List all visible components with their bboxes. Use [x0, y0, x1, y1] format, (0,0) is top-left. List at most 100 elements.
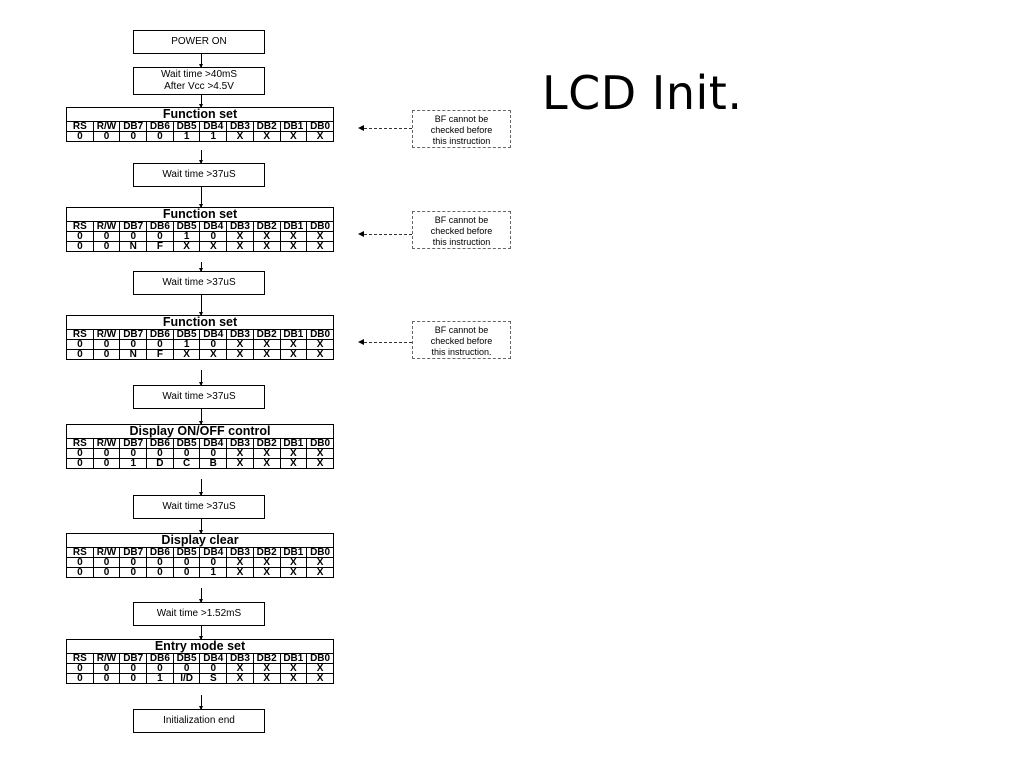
col-header: DB7	[119, 329, 148, 340]
col-header: DB5	[172, 121, 201, 132]
col-header: R/W	[92, 221, 121, 232]
bit-cell: 0	[146, 231, 174, 242]
bit-cell: X	[252, 339, 281, 350]
flow-arrow	[199, 150, 203, 164]
flow-arrow	[199, 54, 203, 68]
command-title: Function set	[66, 315, 334, 330]
bit-cell: X	[226, 673, 254, 684]
bit-cell: X	[279, 131, 308, 142]
bit-cell: 0	[92, 131, 121, 142]
bit-cell: 0	[172, 663, 201, 674]
note-connector	[364, 234, 412, 235]
col-header: RS	[66, 329, 94, 340]
wait-label-2: Wait time >37uS	[162, 169, 236, 180]
col-header: DB5	[172, 329, 201, 340]
command-title: Display clear	[66, 533, 334, 548]
bit-cell: 1	[146, 673, 174, 684]
bit-cell: X	[306, 673, 334, 684]
note-line: BF cannot be	[434, 114, 489, 124]
col-header: DB0	[306, 438, 334, 449]
end-box: Initialization end	[133, 709, 265, 733]
col-header: RS	[66, 121, 94, 132]
bf-note-1: BF cannot be checked before this instruc…	[412, 110, 511, 148]
col-header: DB5	[172, 653, 201, 664]
col-header: R/W	[92, 329, 121, 340]
col-header: DB1	[279, 547, 308, 558]
command-title: Display ON/OFF control	[66, 424, 334, 439]
bit-cell: 1	[199, 131, 228, 142]
bit-cell: X	[279, 458, 308, 469]
col-header: DB0	[306, 653, 334, 664]
bit-cell: 0	[66, 241, 94, 252]
bit-cell: X	[252, 567, 281, 578]
bit-cell: X	[279, 557, 308, 568]
note-line: checked before	[430, 226, 493, 236]
col-header: DB1	[279, 221, 308, 232]
col-header: DB7	[119, 438, 148, 449]
bit-cell: X	[279, 567, 308, 578]
wait-label-5: Wait time >37uS	[162, 501, 236, 512]
col-header: DB6	[146, 653, 174, 664]
bit-cell: X	[306, 663, 334, 674]
bit-cell: 0	[172, 557, 201, 568]
command-title: Entry mode set	[66, 639, 334, 654]
bit-cell: 0	[92, 349, 121, 360]
bit-cell: X	[252, 231, 281, 242]
col-header: DB7	[119, 121, 148, 132]
flow-arrow	[199, 95, 203, 108]
bit-cell: X	[172, 241, 201, 252]
power-on-box: POWER ON	[133, 30, 265, 54]
bit-cell: F	[146, 349, 174, 360]
bit-cell: X	[252, 131, 281, 142]
col-header: DB7	[119, 547, 148, 558]
bit-cell: X	[279, 231, 308, 242]
bit-cell: N	[119, 241, 148, 252]
wait-box-1: Wait time >40mS After Vcc >4.5V	[133, 67, 265, 95]
bit-cell: 0	[146, 557, 174, 568]
bit-cell: S	[199, 673, 228, 684]
bit-cell: X	[252, 448, 281, 459]
flow-arrow	[199, 519, 203, 534]
col-header: DB6	[146, 547, 174, 558]
flow-arrow	[199, 187, 203, 208]
bit-cell: X	[252, 673, 281, 684]
bit-cell: B	[199, 458, 228, 469]
bit-cell: 0	[199, 231, 228, 242]
col-header: DB3	[226, 121, 254, 132]
bit-cell: 0	[66, 131, 94, 142]
col-header: R/W	[92, 438, 121, 449]
col-header: DB3	[226, 653, 254, 664]
col-header: DB3	[226, 438, 254, 449]
note-line: checked before	[430, 125, 493, 135]
col-header: R/W	[92, 653, 121, 664]
bit-cell: 0	[66, 458, 94, 469]
bit-cell: N	[119, 349, 148, 360]
bit-cell: 0	[172, 448, 201, 459]
bit-cell: 0	[92, 458, 121, 469]
bit-cell: X	[199, 349, 228, 360]
col-header: DB7	[119, 653, 148, 664]
power-on-label: POWER ON	[171, 36, 227, 47]
bit-cell: X	[226, 458, 254, 469]
wait-box-5: Wait time >37uS	[133, 495, 265, 519]
bit-cell: 0	[66, 231, 94, 242]
col-header: RS	[66, 653, 94, 664]
flow-arrow	[199, 262, 203, 272]
col-header: DB6	[146, 121, 174, 132]
bit-cell: 0	[92, 231, 121, 242]
bit-cell: 0	[199, 448, 228, 459]
col-header: DB2	[252, 221, 281, 232]
bit-cell: X	[306, 557, 334, 568]
arrow-left-icon	[358, 231, 364, 237]
col-header: DB1	[279, 653, 308, 664]
bit-cell: 0	[119, 557, 148, 568]
wait-label-1a: Wait time >40mS	[160, 69, 238, 80]
bit-cell: X	[279, 448, 308, 459]
col-header: DB4	[199, 653, 228, 664]
bit-cell: 0	[66, 349, 94, 360]
col-header: DB1	[279, 121, 308, 132]
wait-box-2: Wait time >37uS	[133, 163, 265, 187]
flow-arrow	[199, 479, 203, 496]
note-connector	[364, 128, 412, 129]
